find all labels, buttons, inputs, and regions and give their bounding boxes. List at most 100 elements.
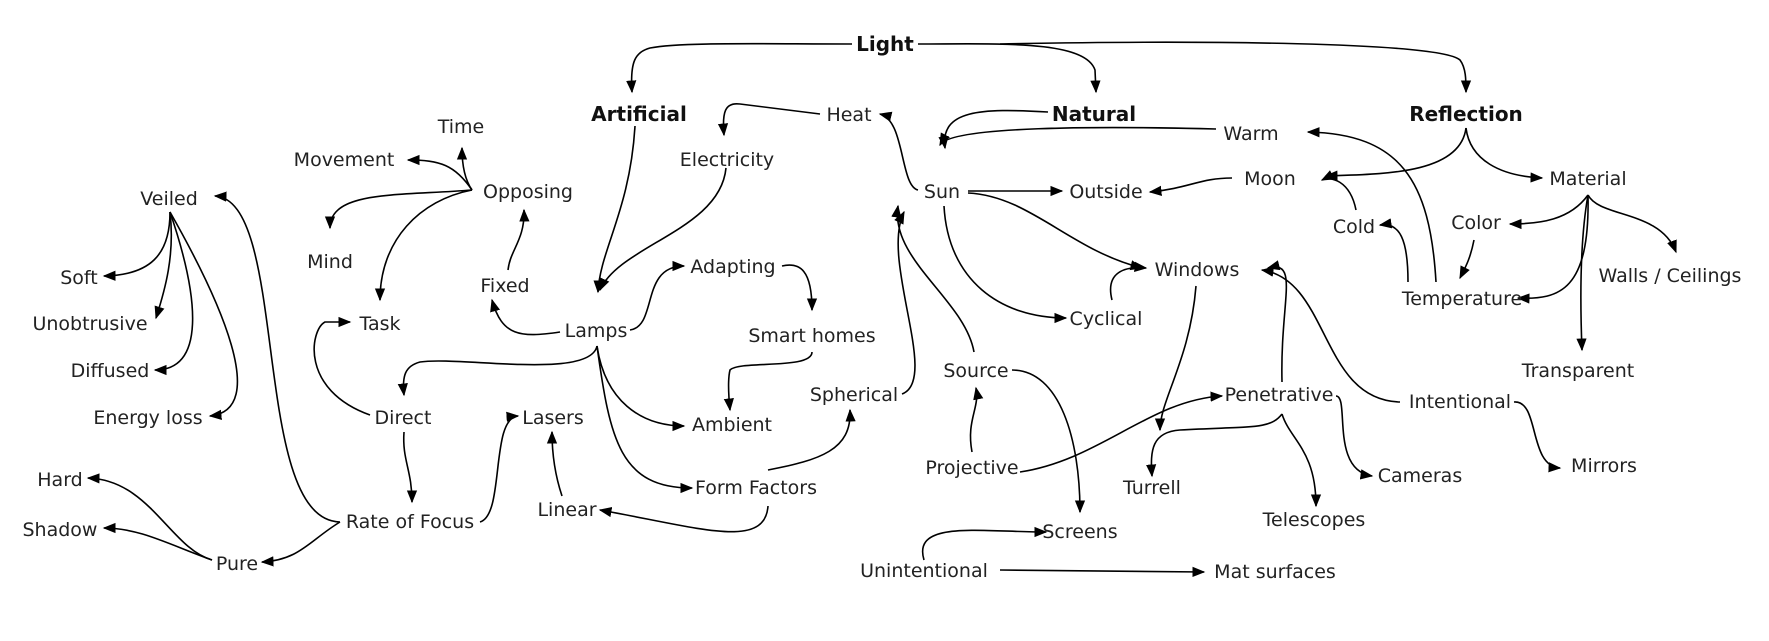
edge-penetrative-cameras xyxy=(1335,395,1374,480)
edge-fixed-opposing xyxy=(507,208,530,271)
node-intentional[interactable]: Intentional xyxy=(1409,391,1511,413)
node-opposing[interactable]: Opposing xyxy=(483,181,573,203)
edge-lamps-direct xyxy=(397,345,598,397)
node-unintentional[interactable]: Unintentional xyxy=(860,560,988,582)
node-light[interactable]: Light xyxy=(856,32,914,56)
node-natural[interactable]: Natural xyxy=(1052,102,1136,126)
edge-lamps-fixed xyxy=(490,298,561,336)
edge-temperature-cold xyxy=(1378,218,1409,283)
node-movement[interactable]: Movement xyxy=(294,149,395,171)
node-unobtrusive[interactable]: Unobtrusive xyxy=(32,313,147,335)
node-moon[interactable]: Moon xyxy=(1244,168,1296,190)
node-electricity[interactable]: Electricity xyxy=(680,149,774,171)
node-energy-loss[interactable]: Energy loss xyxy=(93,407,202,429)
node-telescopes[interactable]: Telescopes xyxy=(1262,509,1366,531)
edge-warm-sun xyxy=(939,126,1217,147)
node-outside[interactable]: Outside xyxy=(1069,181,1142,203)
edge-unintentional-matsurfaces xyxy=(999,566,1206,578)
node-cameras[interactable]: Cameras xyxy=(1378,465,1462,487)
edge-material-walls xyxy=(1587,194,1677,254)
edge-material-temperature xyxy=(1516,194,1589,304)
node-mirrors[interactable]: Mirrors xyxy=(1571,455,1637,477)
node-artificial[interactable]: Artificial xyxy=(591,102,687,126)
edge-source-sun xyxy=(891,204,975,353)
node-penetrative[interactable]: Penetrative xyxy=(1225,384,1334,406)
edge-formfactors-spherical xyxy=(767,408,856,471)
node-transparent[interactable]: Transparent xyxy=(1521,360,1635,382)
edge-formfactors-linear xyxy=(598,505,769,533)
edge-pure-shadow xyxy=(102,522,213,561)
edge-opposing-task xyxy=(374,189,473,302)
node-spherical[interactable]: Spherical xyxy=(810,384,898,406)
node-mind[interactable]: Mind xyxy=(307,251,353,273)
edge-adapting-smarthomes xyxy=(781,264,818,312)
node-veiled[interactable]: Veiled xyxy=(140,188,198,210)
node-time[interactable]: Time xyxy=(437,116,485,138)
node-heat[interactable]: Heat xyxy=(826,104,871,126)
edge-projective-penetrative xyxy=(1019,391,1224,473)
node-rate-of-focus[interactable]: Rate of Focus xyxy=(346,511,474,533)
edge-spherical-sun xyxy=(894,210,916,395)
node-temperature[interactable]: Temperature xyxy=(1401,288,1522,310)
node-reflection[interactable]: Reflection xyxy=(1409,102,1523,126)
node-source[interactable]: Source xyxy=(943,360,1008,382)
node-direct[interactable]: Direct xyxy=(375,407,432,429)
node-screens[interactable]: Screens xyxy=(1042,521,1117,543)
node-linear[interactable]: Linear xyxy=(537,499,596,521)
edge-rateoffocus-pure xyxy=(260,521,341,567)
edge-opposing-mind xyxy=(324,189,473,230)
node-adapting[interactable]: Adapting xyxy=(690,256,775,278)
edge-heat-electricity xyxy=(717,103,821,137)
edge-cyclical-windows xyxy=(1109,261,1148,301)
node-windows[interactable]: Windows xyxy=(1155,259,1240,281)
node-sun[interactable]: Sun xyxy=(924,181,960,203)
node-color[interactable]: Color xyxy=(1451,212,1501,234)
edge-veiled-unobtrusive xyxy=(154,211,173,320)
node-lasers[interactable]: Lasers xyxy=(522,407,584,429)
label-layer: Light Artificial Natural Reflection Heat… xyxy=(23,32,1742,583)
edge-lamps-adapting xyxy=(629,260,686,331)
node-cyclical[interactable]: Cyclical xyxy=(1070,308,1143,330)
edge-intentional-mirrors xyxy=(1513,401,1562,473)
edge-linear-lasers xyxy=(546,430,563,497)
edge-unintentional-screens xyxy=(921,526,1048,561)
node-smart-homes[interactable]: Smart homes xyxy=(748,325,875,347)
edge-windows-turrell xyxy=(1154,285,1197,432)
node-mat-surfaces[interactable]: Mat surfaces xyxy=(1214,561,1336,583)
edge-direct-task xyxy=(313,316,371,416)
edge-light-natural xyxy=(917,43,1101,94)
edge-lamps-formfactors xyxy=(596,345,694,494)
edge-lamps-ambient xyxy=(596,345,686,432)
edge-veiled-soft xyxy=(102,211,171,281)
edge-light-reflection xyxy=(999,41,1472,94)
edge-layer xyxy=(86,41,1677,578)
node-lamps[interactable]: Lamps xyxy=(565,320,628,342)
node-ambient[interactable]: Ambient xyxy=(692,414,772,436)
edge-veiled-energyloss xyxy=(169,211,239,420)
node-cold[interactable]: Cold xyxy=(1333,216,1375,238)
edge-pure-hard xyxy=(86,473,213,561)
node-soft[interactable]: Soft xyxy=(60,267,98,289)
node-walls-ceilings[interactable]: Walls / Ceilings xyxy=(1599,265,1742,287)
edge-artificial-lamps xyxy=(593,125,636,294)
edge-moon-outside xyxy=(1148,177,1233,196)
node-pure[interactable]: Pure xyxy=(216,553,258,575)
node-shadow[interactable]: Shadow xyxy=(23,519,98,541)
edge-material-color xyxy=(1508,194,1589,230)
node-material[interactable]: Material xyxy=(1549,168,1626,190)
edge-reflection-material xyxy=(1465,127,1544,183)
node-projective[interactable]: Projective xyxy=(925,457,1018,479)
edge-rateoffocus-veiled xyxy=(213,191,341,523)
node-hard[interactable]: Hard xyxy=(37,469,82,491)
node-fixed[interactable]: Fixed xyxy=(480,275,529,297)
edge-source-screens xyxy=(1011,369,1086,514)
edge-opposing-movement xyxy=(406,154,473,191)
node-warm[interactable]: Warm xyxy=(1223,123,1278,145)
node-diffused[interactable]: Diffused xyxy=(71,360,150,382)
node-task[interactable]: Task xyxy=(358,313,400,335)
edge-cold-moon xyxy=(1320,170,1357,211)
edge-material-transparent xyxy=(1576,194,1589,352)
node-form-factors[interactable]: Form Factors xyxy=(695,477,817,499)
node-turrell[interactable]: Turrell xyxy=(1122,477,1181,499)
